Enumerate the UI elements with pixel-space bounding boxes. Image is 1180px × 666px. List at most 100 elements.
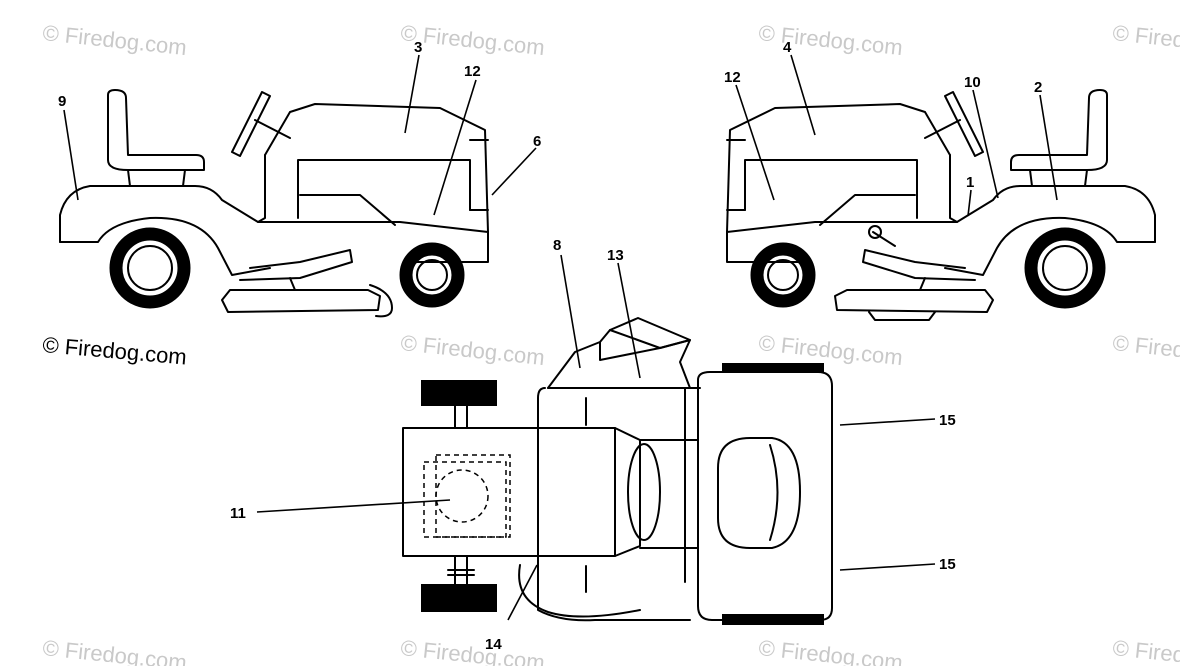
lift-lever xyxy=(872,231,896,247)
callout-6: 6 xyxy=(533,133,541,150)
leader-3 xyxy=(404,54,420,134)
callout-2: 2 xyxy=(1034,79,1042,96)
watermark: © Firedog.com xyxy=(1111,330,1180,370)
deck-outline-top xyxy=(537,387,691,622)
rear-wheel-rim xyxy=(127,245,173,291)
watermark-layer: © Firedog.com © Firedog.com © Firedog.co… xyxy=(41,20,1180,666)
axle-marks xyxy=(447,569,475,576)
watermark: © Firedog.com xyxy=(41,20,187,60)
front-wheel-rim xyxy=(767,259,799,291)
lift-lever-knob xyxy=(868,225,882,239)
steering-column xyxy=(924,119,961,139)
callout-11: 11 xyxy=(230,505,246,522)
leader-10 xyxy=(972,89,999,199)
hood-side xyxy=(297,159,471,219)
hood-lower-line xyxy=(299,194,396,226)
tractor-top-view xyxy=(402,317,833,625)
front-right-tire xyxy=(421,584,497,612)
watermark: © Firedog.com xyxy=(757,635,903,666)
hood-taper xyxy=(614,427,641,557)
callout-10: 10 xyxy=(964,74,981,91)
leader-14 xyxy=(507,564,538,621)
fender-lower-edge xyxy=(944,216,1156,276)
rear-fender xyxy=(59,185,489,263)
callout-15-upper: 15 xyxy=(939,412,956,429)
engine-outline-dashed-2 xyxy=(435,454,511,538)
deck-front-curve xyxy=(518,564,641,618)
steering-wheel-top xyxy=(627,443,661,541)
callout-12-right: 12 xyxy=(724,69,741,86)
grille-lines xyxy=(469,139,489,211)
rear-fender-top xyxy=(697,371,833,621)
footrest xyxy=(862,249,976,281)
watermark: © Firedog.com xyxy=(1111,20,1180,60)
engine-cover-dashed xyxy=(435,469,489,523)
mower-deck xyxy=(834,289,994,313)
hood-outline xyxy=(726,103,951,233)
grille-lines xyxy=(726,139,746,211)
leader-2 xyxy=(1039,94,1058,201)
leader-9 xyxy=(63,109,79,201)
seat-back xyxy=(107,89,205,171)
callout-12-left: 12 xyxy=(464,63,481,80)
leader-15-lower xyxy=(839,563,936,571)
dash-box xyxy=(639,439,699,549)
chute-side xyxy=(609,329,691,389)
footrest xyxy=(239,249,353,281)
fender-lower-edge xyxy=(59,216,271,276)
leader-12-right xyxy=(735,84,775,201)
steering-wheel xyxy=(231,91,271,157)
seat-base xyxy=(127,169,186,187)
deck-chute xyxy=(369,284,393,318)
watermark: © Firedog.com xyxy=(399,330,545,370)
front-axle-stubs xyxy=(454,405,468,585)
rear-left-tire xyxy=(722,363,824,373)
callout-numbers: 3 12 6 9 4 12 10 2 1 8 13 11 15 15 14 xyxy=(58,39,1042,653)
tractor-right-side-view xyxy=(726,89,1156,321)
mower-deck xyxy=(221,289,381,313)
deck-hanger xyxy=(919,277,926,291)
hood-lower-line xyxy=(819,194,916,226)
engine-outline-dashed xyxy=(423,461,507,538)
deck-hanger xyxy=(289,277,296,291)
watermark: © Firedog.com xyxy=(399,635,545,666)
deck-skirt xyxy=(868,311,936,321)
leader-6 xyxy=(491,147,537,196)
dash-panel xyxy=(949,154,958,223)
front-wheel xyxy=(399,242,465,308)
front-left-tire xyxy=(421,380,497,406)
discharge-chute xyxy=(547,317,691,389)
steering-wheel xyxy=(944,91,984,157)
hood-outline xyxy=(264,103,489,233)
callout-1: 1 xyxy=(966,174,974,191)
leader-8 xyxy=(560,254,581,369)
callout-8: 8 xyxy=(553,237,561,254)
seat-back-curve xyxy=(769,444,779,541)
watermark: © Firedog.com xyxy=(1111,635,1180,666)
callout-9: 9 xyxy=(58,93,66,110)
rear-wheel-rim xyxy=(1042,245,1088,291)
callout-13: 13 xyxy=(607,247,624,264)
callout-4: 4 xyxy=(783,39,792,56)
rear-fender xyxy=(726,185,1156,263)
seat-top xyxy=(717,437,801,549)
copyright-credit: © Firedog.com xyxy=(42,332,188,370)
hood-side xyxy=(744,159,918,219)
front-wheel-rim xyxy=(416,259,448,291)
seat-base xyxy=(1029,169,1088,187)
leader-13 xyxy=(617,262,641,379)
seat-back xyxy=(1010,89,1108,171)
tractor-left-side-view xyxy=(59,89,489,318)
leader-11 xyxy=(256,499,451,513)
watermark: © Firedog.com xyxy=(757,20,903,60)
callout-14: 14 xyxy=(485,636,502,653)
leader-lines xyxy=(63,54,1058,621)
dash-panel xyxy=(257,154,266,223)
leader-15-upper xyxy=(839,418,936,426)
callout-15-lower: 15 xyxy=(939,556,956,573)
leader-1 xyxy=(967,189,972,217)
leader-4 xyxy=(790,54,816,136)
hood-top xyxy=(402,427,616,557)
rear-wheel xyxy=(1024,227,1106,309)
